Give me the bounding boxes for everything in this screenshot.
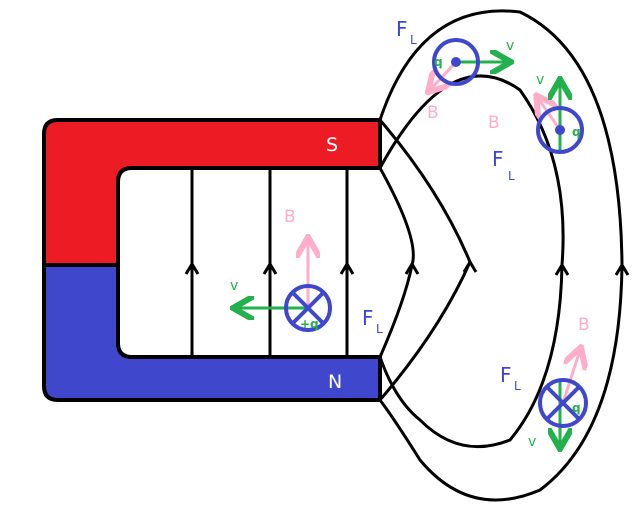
field-arrow-icon: [339, 261, 355, 275]
v-label: v: [506, 38, 514, 54]
field-arrow-icon: [184, 261, 200, 275]
field-arrow-icon: [554, 262, 570, 276]
field-arrow-icon: [462, 259, 478, 273]
svg-text:L: L: [410, 33, 417, 47]
force-label: F: [492, 147, 504, 171]
b-vector-arrow: [538, 98, 562, 131]
v-label: v: [528, 434, 536, 450]
force-label: F: [362, 306, 374, 330]
field-lines-gap: [184, 168, 355, 357]
svg-text:L: L: [508, 169, 515, 183]
particle-top: F L B v q: [396, 17, 514, 123]
svg-text:L: L: [514, 379, 521, 393]
b-vector-arrow: [561, 350, 580, 404]
force-label: F: [500, 363, 512, 387]
field-arrow-icon: [404, 261, 420, 275]
into-page-icon: [538, 378, 588, 428]
charge-label: q: [572, 125, 581, 139]
particle-gap: B v +q F L: [230, 207, 383, 336]
b-label: B: [284, 207, 296, 227]
svg-text:L: L: [376, 322, 383, 336]
field-line: [378, 74, 565, 449]
particle-right-lower: B F L v q: [500, 315, 590, 450]
field-line: [378, 9, 624, 502]
charge-label: q: [434, 55, 443, 69]
v-label: v: [230, 278, 238, 294]
field-arrow-icon: [614, 262, 630, 276]
b-label: B: [488, 113, 500, 133]
south-pole-label: S: [326, 134, 338, 156]
charge-label: q: [572, 401, 581, 415]
charge-label: +q: [300, 317, 319, 331]
north-pole-label: N: [328, 371, 342, 393]
b-vector-arrow: [430, 60, 458, 90]
into-page-icon: [284, 284, 332, 332]
field-line: [378, 119, 472, 401]
v-label: v: [536, 72, 544, 88]
out-of-page-icon: [536, 106, 584, 154]
out-of-page-icon: [432, 38, 480, 86]
field-line: [378, 167, 415, 358]
b-label: B: [578, 315, 590, 335]
force-label: F: [396, 17, 408, 41]
b-label: B: [427, 103, 439, 123]
field-arrow-icon: [262, 261, 278, 275]
particle-right-upper: B v F L q: [488, 72, 584, 183]
field-lines-outside: [378, 9, 630, 502]
